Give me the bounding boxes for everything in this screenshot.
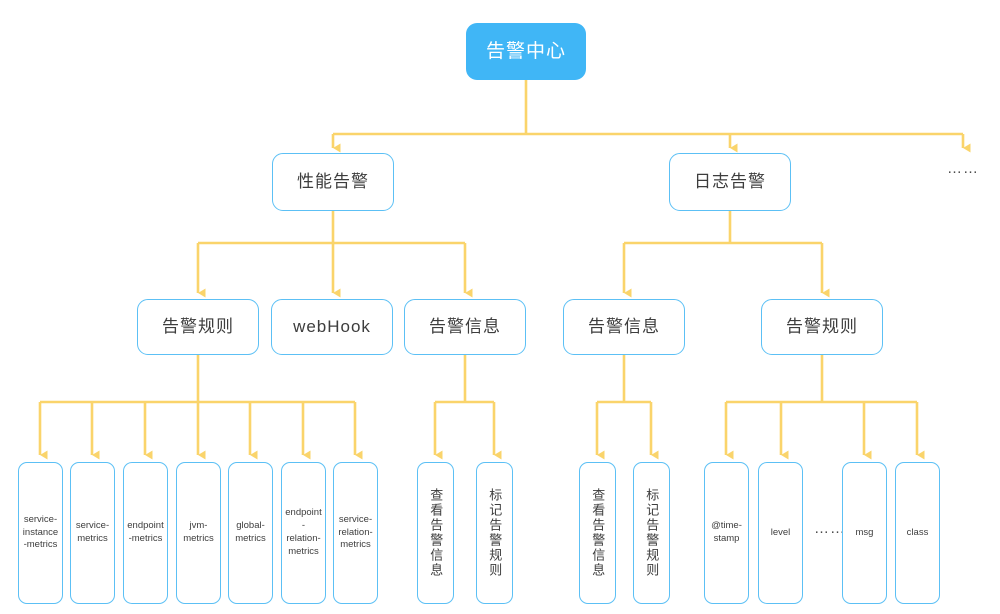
node-label: 告警规则 xyxy=(162,316,234,336)
node-performance-webhook[interactable]: webHook xyxy=(271,299,393,355)
leaf-mark-alarm-rule-performance[interactable]: 标记告警规则 xyxy=(476,462,513,604)
node-label: class xyxy=(906,526,929,538)
leaf-jvm-metrics[interactable]: jvm-metrics xyxy=(176,462,221,604)
leaf-class[interactable]: class xyxy=(895,462,940,604)
node-label: @time-stamp xyxy=(711,520,742,544)
leaf-mark-alarm-rule-log[interactable]: 标记告警规则 xyxy=(633,462,670,604)
node-label: 查看告警信息 xyxy=(590,488,606,578)
node-label: service-metrics xyxy=(75,520,110,544)
node-label: 日志告警 xyxy=(694,171,766,191)
leaf-more-ellipsis: …… xyxy=(805,516,855,540)
node-log-alarm-rules[interactable]: 告警规则 xyxy=(761,299,883,355)
node-label: global-metrics xyxy=(235,520,266,544)
node-label: service-instance-metrics xyxy=(22,513,59,551)
node-label: …… xyxy=(947,159,979,177)
node-label: 告警中心 xyxy=(485,40,566,62)
node-label: 告警规则 xyxy=(786,316,858,336)
node-label: service-relation-metrics xyxy=(338,513,373,551)
node-label: 查看告警信息 xyxy=(428,488,444,578)
node-label: 标记告警规则 xyxy=(487,488,503,578)
leaf-timestamp[interactable]: @time-stamp xyxy=(704,462,749,604)
node-label: msg xyxy=(855,526,874,538)
node-performance-alarm[interactable]: 性能告警 xyxy=(272,153,394,211)
leaf-service-relation-metrics[interactable]: service-relation-metrics xyxy=(333,462,378,604)
node-performance-alarm-rules[interactable]: 告警规则 xyxy=(137,299,259,355)
node-label: endpoint-relation-metrics xyxy=(285,507,322,557)
node-more-ellipsis: …… xyxy=(938,156,988,180)
node-log-alarm[interactable]: 日志告警 xyxy=(669,153,791,211)
node-label: 告警信息 xyxy=(588,316,660,336)
leaf-endpoint-metrics[interactable]: endpoint-metrics xyxy=(123,462,168,604)
node-alarm-center[interactable]: 告警中心 xyxy=(466,23,586,80)
node-label: 性能告警 xyxy=(297,171,369,191)
leaf-endpoint-relation-metrics[interactable]: endpoint-relation-metrics xyxy=(281,462,326,604)
node-label: webHook xyxy=(293,316,371,336)
node-label: 标记告警规则 xyxy=(644,488,660,578)
node-label: 告警信息 xyxy=(429,316,501,336)
leaf-level[interactable]: level xyxy=(758,462,803,604)
leaf-view-alarm-info-log[interactable]: 查看告警信息 xyxy=(579,462,616,604)
node-label: endpoint-metrics xyxy=(127,520,164,544)
leaf-msg[interactable]: msg xyxy=(842,462,887,604)
leaf-view-alarm-info-performance[interactable]: 查看告警信息 xyxy=(417,462,454,604)
node-performance-alarm-info[interactable]: 告警信息 xyxy=(404,299,526,355)
node-label: jvm-metrics xyxy=(183,520,214,544)
leaf-service-instance-metrics[interactable]: service-instance-metrics xyxy=(18,462,63,604)
node-label: level xyxy=(770,526,791,538)
leaf-global-metrics[interactable]: global-metrics xyxy=(228,462,273,604)
node-label: …… xyxy=(814,519,846,537)
leaf-service-metrics[interactable]: service-metrics xyxy=(70,462,115,604)
node-log-alarm-info[interactable]: 告警信息 xyxy=(563,299,685,355)
